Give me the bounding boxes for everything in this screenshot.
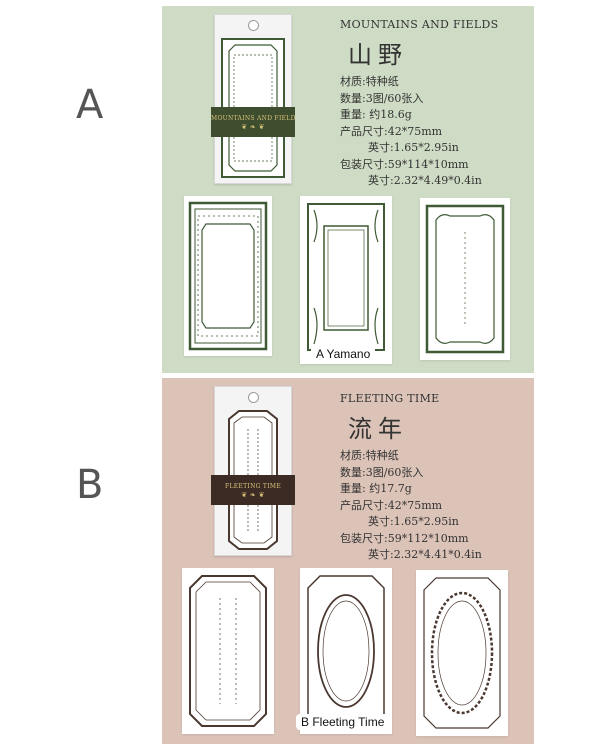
sample-card-b2 — [300, 568, 392, 734]
spec-product-size-in: 英寸:1.65*2.95in — [368, 515, 459, 528]
hang-hole-icon — [248, 20, 259, 31]
hang-hole-icon — [248, 392, 259, 403]
product-title-en: FLEETING TIME — [340, 392, 440, 405]
package-frame-art-b — [228, 410, 278, 550]
variant-label-a: A — [76, 82, 104, 128]
sample-card-a2 — [300, 196, 392, 364]
variant-label-b: B — [76, 462, 104, 508]
ornate-frame-icon — [307, 203, 385, 351]
ornate-frame-icon — [423, 577, 501, 729]
spec-product-size: 产品尺寸:42*75mm — [340, 498, 443, 512]
package-image-b: FLEETING TIME ❦ ❧ ❦ — [211, 386, 295, 556]
spec-package-size: 包装尺寸:59*112*10mm — [340, 531, 469, 545]
ornate-frame-icon — [425, 204, 505, 354]
package-image-a: MOUNTAINS AND FIELDS ❦ ❧ ❦ — [211, 14, 295, 184]
package-band-b: FLEETING TIME ❦ ❧ ❦ — [211, 475, 295, 505]
ornate-frame-icon — [307, 575, 385, 727]
spec-package-size-in: 英寸:2.32*4.41*0.4in — [368, 548, 482, 561]
ornate-frame-icon — [189, 575, 267, 727]
spec-weight: 重量: 约17.7g — [340, 482, 412, 495]
sample-card-b1 — [182, 568, 274, 734]
spec-quantity: 数量:3图/60张入 — [340, 91, 424, 105]
spec-product-size: 产品尺寸:42*75mm — [340, 124, 443, 138]
ornament-icon: ❦ ❧ ❦ — [241, 123, 265, 131]
variant-caption-b: B Fleeting Time — [296, 714, 390, 730]
product-info-b: FLEETING TIME 流年 材质:特种纸 数量:3图/60张入 重量: 约… — [340, 392, 482, 564]
product-title-en: MOUNTAINS AND FIELDS — [340, 18, 499, 31]
package-frame-art-a — [221, 38, 285, 178]
spec-weight: 重量: 约18.6g — [340, 108, 412, 121]
sample-card-b3 — [416, 570, 508, 736]
product-panel-b: FLEETING TIME ❦ ❧ ❦ FLEETING TIME 流年 材质:… — [162, 378, 534, 744]
spec-package-size: 包装尺寸:59*114*10mm — [340, 157, 469, 171]
package-band-a: MOUNTAINS AND FIELDS ❦ ❧ ❦ — [211, 107, 295, 137]
sample-card-a1 — [184, 196, 272, 356]
spec-package-size-in: 英寸:2.32*4.49*0.4in — [368, 174, 482, 187]
variant-caption-a: A Yamano — [311, 346, 376, 362]
sample-card-a3 — [420, 198, 510, 360]
spec-product-size-in: 英寸:1.65*2.95in — [368, 141, 459, 154]
spec-material: 材质:特种纸 — [340, 449, 399, 462]
spec-material: 材质:特种纸 — [340, 75, 399, 88]
package-band-title-a: MOUNTAINS AND FIELDS — [211, 115, 295, 122]
ornate-frame-icon — [188, 201, 268, 351]
ornament-icon: ❦ ❧ ❦ — [241, 491, 265, 499]
product-info-a: MOUNTAINS AND FIELDS 山野 材质:特种纸 数量:3图/60张… — [340, 18, 498, 190]
product-panel-a: MOUNTAINS AND FIELDS ❦ ❧ ❦ MOUNTAINS AND… — [162, 6, 534, 373]
product-title-cn: 山野 — [348, 41, 408, 69]
package-band-title-b: FLEETING TIME — [224, 483, 282, 490]
product-title-cn: 流年 — [348, 415, 408, 443]
spec-quantity: 数量:3图/60张入 — [340, 465, 424, 479]
